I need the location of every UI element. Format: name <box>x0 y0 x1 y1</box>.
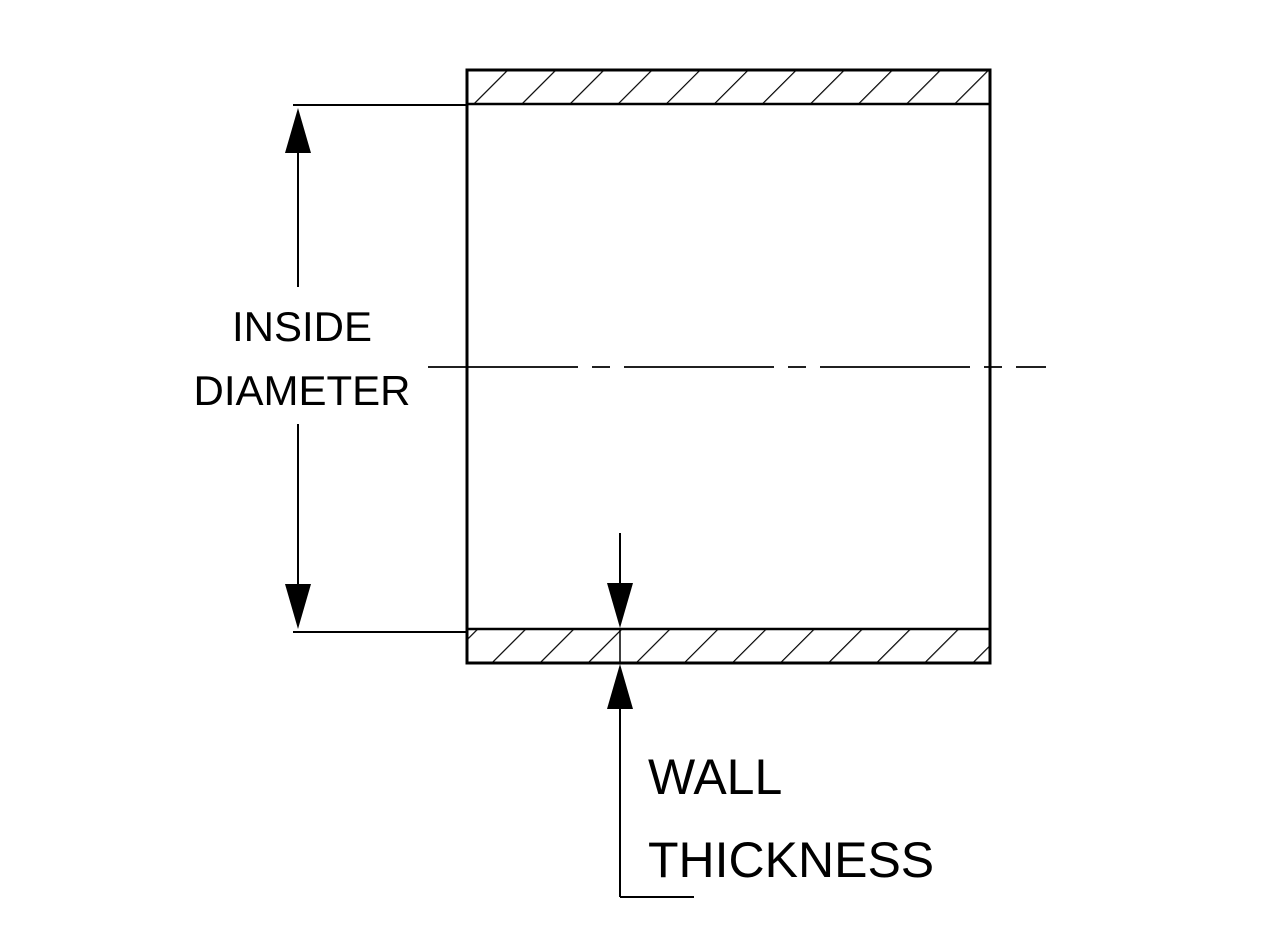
inside-diameter-label-line2: DIAMETER <box>193 367 410 414</box>
wall-thickness-label-line1: WALL <box>648 749 782 805</box>
arrow-down-icon <box>607 583 633 628</box>
tube-body <box>465 68 992 665</box>
wall-thickness-dimension: WALL THICKNESS <box>607 533 934 898</box>
tube-top-wall-hatch <box>465 68 992 106</box>
arrow-up-icon <box>607 664 633 709</box>
arrow-down-icon <box>285 584 311 629</box>
wall-thickness-label-line2: THICKNESS <box>648 832 934 888</box>
inside-diameter-label-line1: INSIDE <box>232 303 372 350</box>
arrow-up-icon <box>285 108 311 153</box>
inside-diameter-dimension: INSIDE DIAMETER <box>193 104 467 633</box>
tube-bottom-wall-hatch <box>465 627 992 665</box>
